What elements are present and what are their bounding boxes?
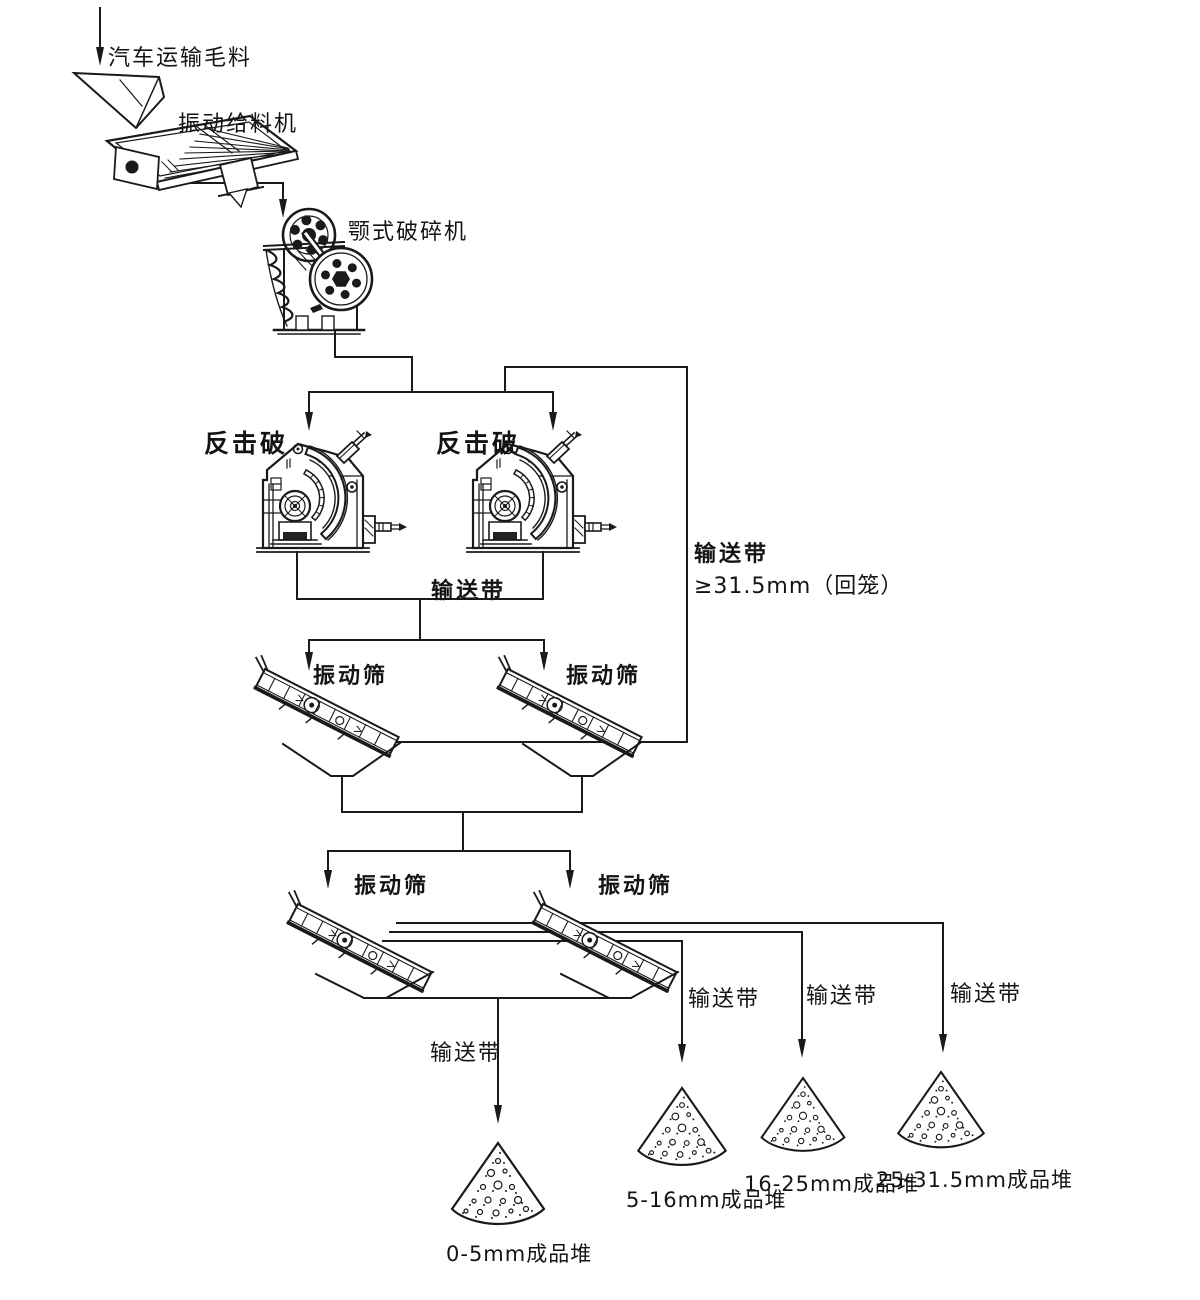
label-screen1-right: 振动筛 (566, 664, 642, 689)
label-fines-conveyor: 输送带 (430, 1041, 503, 1066)
label-conveyor-16-25: 输送带 (806, 984, 879, 1009)
jaw-plate (264, 248, 294, 323)
arrow-into-screen1-right (540, 652, 548, 671)
arrowheads (96, 47, 947, 1124)
screen1-underflow-merge (341, 775, 583, 852)
feeder-motor (125, 160, 139, 174)
jaw-to-splitter-line (334, 331, 413, 393)
jaw-crusher-illustration (262, 207, 374, 335)
label-conveyor-5-16: 输送带 (688, 987, 761, 1012)
return-conveyor-line (504, 366, 688, 743)
label-pile-25-315: 25-31.5mm成品堆 (876, 1168, 1073, 1192)
arrow-into-jaw (279, 199, 287, 218)
arrow-into-screen1-left (305, 652, 313, 671)
line-5-16 (382, 940, 683, 1048)
screen2-left-funnel (314, 970, 435, 999)
stockpile-16-25mm (760, 1077, 846, 1152)
screen1-right-funnel (521, 741, 642, 777)
label-jaw-crusher: 颚式破碎机 (348, 220, 469, 245)
vibrating-screen-2-left (271, 887, 438, 1000)
vibrating-feeder-illustration (104, 114, 300, 209)
label-impact-left: 反击破 (204, 429, 289, 458)
stockpile-5-16mm (637, 1086, 727, 1166)
label-conveyor-25-315: 输送带 (950, 982, 1023, 1007)
arrow-pile-16-25 (798, 1039, 806, 1058)
arrow-pile-5-16 (678, 1044, 686, 1063)
stockpile-25-315mm (897, 1070, 985, 1149)
crusher-output-merge (296, 551, 544, 600)
label-impact-right: 反击破 (436, 429, 521, 458)
label-pile-16-25: 16-25mm成品堆 (744, 1172, 919, 1196)
arrow-into-impact-left (305, 412, 313, 431)
arrow-pile-0-5 (494, 1105, 502, 1124)
arrow-into-screen2-right (566, 870, 574, 889)
arrow-into-impact-right (549, 412, 557, 431)
label-screen2-left: 振动筛 (354, 874, 430, 899)
label-return-spec: ≥31.5mm（回笼） (694, 574, 904, 599)
screen2-splitter (327, 850, 571, 874)
arrow-into-hopper (96, 47, 104, 66)
label-feeder: 振动给料机 (178, 112, 299, 137)
line-16-25 (389, 931, 803, 1043)
label-main-conveyor: 输送带 (431, 579, 507, 604)
arrow-pile-25-315 (939, 1034, 947, 1053)
feed-chute (71, 71, 166, 130)
feeder-to-jaw-line (189, 182, 284, 203)
screen1-splitter (308, 598, 545, 641)
arrow-into-screen2-left (324, 870, 332, 889)
label-pile-0-5: 0-5mm成品堆 (446, 1242, 593, 1266)
vibrating-screen-2-right (516, 887, 683, 1000)
fines-merge-line (363, 997, 632, 1109)
stockpile-0-5mm (450, 1141, 546, 1226)
screen2-right-funnel (559, 970, 680, 999)
screen1-left-funnel (281, 741, 402, 777)
label-pile-5-16: 5-16mm成品堆 (626, 1188, 787, 1212)
label-screen1-left: 振动筛 (313, 664, 389, 689)
label-source: 汽车运输毛料 (108, 46, 253, 71)
label-screen2-right: 振动筛 (598, 874, 674, 899)
label-return-conveyor: 输送带 (694, 542, 770, 567)
